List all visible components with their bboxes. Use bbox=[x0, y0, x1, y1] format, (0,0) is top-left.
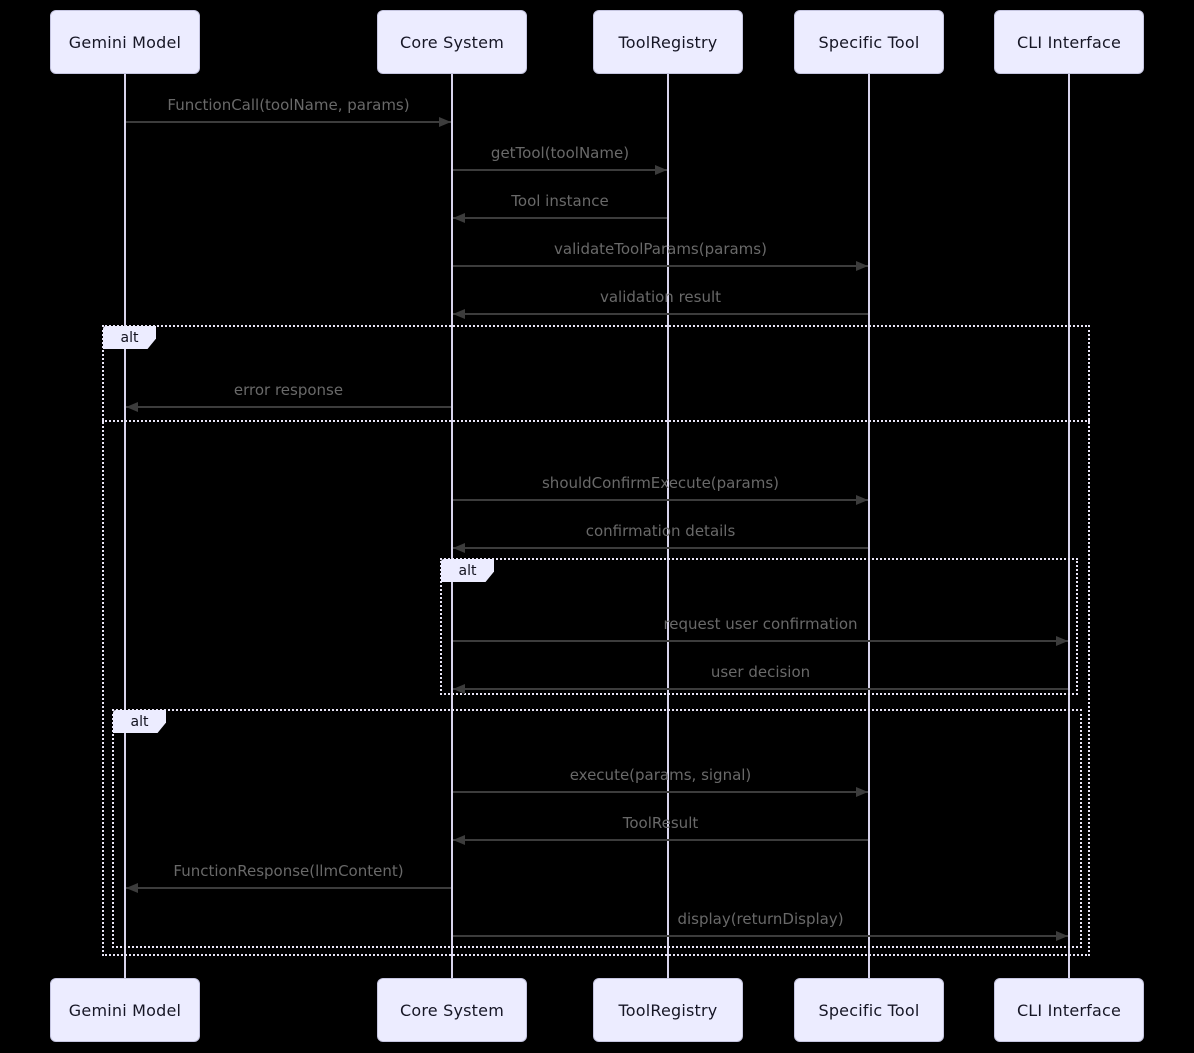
message-label: Tool instance bbox=[511, 192, 609, 210]
message-line bbox=[453, 839, 868, 841]
actor-label-tool: Specific Tool bbox=[818, 32, 920, 52]
actor-bottom-registry: ToolRegistry bbox=[593, 978, 743, 1042]
message-label: error response bbox=[233, 381, 344, 399]
message-arrowhead bbox=[453, 309, 465, 319]
actor-label-cli: CLI Interface bbox=[1016, 1000, 1122, 1020]
message-line bbox=[453, 935, 1068, 937]
actor-bottom-cli: CLI Interface bbox=[994, 978, 1144, 1042]
message-label: FunctionResponse(llmContent) bbox=[173, 862, 404, 880]
lifeline-tool bbox=[868, 74, 870, 978]
actor-label-core: Core System bbox=[400, 32, 504, 52]
message-line bbox=[126, 887, 451, 889]
message-line bbox=[453, 547, 868, 549]
message-arrowhead bbox=[856, 495, 868, 505]
message-arrowhead bbox=[655, 165, 667, 175]
message-arrowhead bbox=[453, 213, 465, 223]
message-line bbox=[453, 791, 868, 793]
actor-label-tool: Specific Tool bbox=[818, 1000, 920, 1020]
message-label: validateToolParams(params) bbox=[554, 240, 767, 258]
message-arrowhead bbox=[453, 543, 465, 553]
lifeline-core bbox=[451, 74, 453, 978]
alt-frame-2 bbox=[440, 558, 1078, 695]
message-line bbox=[126, 121, 451, 123]
message-arrowhead bbox=[126, 883, 138, 893]
actor-top-registry: ToolRegistry bbox=[593, 10, 743, 74]
message-arrowhead bbox=[1056, 636, 1068, 646]
actor-label-cli: CLI Interface bbox=[1016, 32, 1122, 52]
message-line bbox=[453, 313, 868, 315]
message-line bbox=[453, 217, 667, 219]
actor-label-gemini: Gemini Model bbox=[68, 1000, 182, 1020]
alt-frame-1-divider-1 bbox=[102, 420, 1090, 422]
alt-frame-3 bbox=[112, 709, 1082, 948]
message-arrowhead bbox=[856, 261, 868, 271]
message-label: confirmation details bbox=[585, 522, 736, 540]
message-arrowhead bbox=[126, 402, 138, 412]
alt-frame-1 bbox=[102, 325, 1090, 956]
message-label: validation result bbox=[599, 288, 722, 306]
actor-top-core: Core System bbox=[377, 10, 527, 74]
message-label: request user confirmation bbox=[663, 615, 858, 633]
actor-label-core: Core System bbox=[400, 1000, 504, 1020]
actor-top-cli: CLI Interface bbox=[994, 10, 1144, 74]
actor-top-gemini: Gemini Model bbox=[50, 10, 200, 74]
actor-label-gemini: Gemini Model bbox=[68, 32, 182, 52]
message-arrowhead bbox=[453, 835, 465, 845]
message-arrowhead bbox=[439, 117, 451, 127]
message-line bbox=[453, 265, 868, 267]
message-arrowhead bbox=[856, 787, 868, 797]
message-line bbox=[126, 406, 451, 408]
lifeline-cli bbox=[1068, 74, 1070, 978]
lifeline-registry bbox=[667, 74, 669, 978]
message-arrowhead bbox=[453, 684, 465, 694]
message-label: shouldConfirmExecute(params) bbox=[541, 474, 780, 492]
actor-label-registry: ToolRegistry bbox=[618, 32, 718, 52]
actor-top-tool: Specific Tool bbox=[794, 10, 944, 74]
message-label: execute(params, signal) bbox=[569, 766, 752, 784]
message-label: display(returnDisplay) bbox=[677, 910, 844, 928]
message-arrowhead bbox=[1056, 931, 1068, 941]
message-line bbox=[453, 169, 667, 171]
actor-bottom-gemini: Gemini Model bbox=[50, 978, 200, 1042]
actor-bottom-tool: Specific Tool bbox=[794, 978, 944, 1042]
message-label: user decision bbox=[710, 663, 811, 681]
lifeline-gemini bbox=[124, 74, 126, 978]
message-label: getTool(toolName) bbox=[490, 144, 630, 162]
actor-label-registry: ToolRegistry bbox=[618, 1000, 718, 1020]
alt-frame-3-label: alt bbox=[113, 710, 166, 733]
alt-frame-2-label: alt bbox=[441, 559, 494, 582]
message-label: FunctionCall(toolName, params) bbox=[167, 96, 410, 114]
message-label: ToolResult bbox=[622, 814, 699, 832]
message-line bbox=[453, 640, 1068, 642]
actor-bottom-core: Core System bbox=[377, 978, 527, 1042]
alt-frame-1-label: alt bbox=[103, 326, 156, 349]
message-line bbox=[453, 688, 1068, 690]
message-line bbox=[453, 499, 868, 501]
